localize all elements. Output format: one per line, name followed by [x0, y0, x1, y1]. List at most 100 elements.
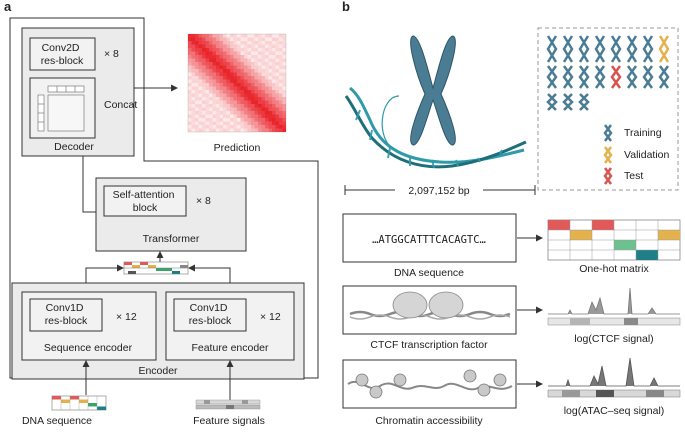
heatmap-cell	[275, 114, 279, 118]
heatmap-cell	[198, 41, 202, 45]
heatmap-cell	[237, 114, 241, 118]
heatmap-cell	[205, 107, 209, 111]
heatmap-cell	[244, 44, 248, 48]
heatmap-cell	[244, 90, 248, 94]
heatmap-cell	[261, 107, 265, 111]
heatmap-cell	[237, 51, 241, 55]
heatmap-cell	[261, 97, 265, 101]
heatmap-cell	[212, 121, 216, 125]
heatmap-cell	[254, 93, 258, 97]
heatmap-cell	[279, 121, 283, 125]
heatmap-cell	[272, 72, 276, 76]
heatmap-cell	[212, 93, 216, 97]
heatmap-cell	[275, 79, 279, 83]
heatmap-cell	[205, 58, 209, 62]
heatmap-cell	[244, 83, 248, 87]
heatmap-cell	[272, 37, 276, 41]
heatmap-cell	[212, 55, 216, 59]
heatmap-cell	[219, 58, 223, 62]
encoder-block: Conv1D res-block × 12 Sequence encoder C…	[11, 282, 305, 380]
heatmap-cell	[212, 100, 216, 104]
legend-validation-label: Validation	[624, 149, 669, 161]
heatmap-cell	[219, 72, 223, 76]
heatmap-cell	[240, 86, 244, 90]
heatmap-cell	[230, 111, 234, 115]
heatmap-cell	[268, 41, 272, 45]
heatmap-cell	[244, 51, 248, 55]
heatmap-cell	[188, 69, 192, 73]
heatmap-cell	[223, 100, 227, 104]
heatmap-cell	[216, 37, 220, 41]
heatmap-cell	[261, 125, 265, 129]
heatmap-cell	[233, 69, 237, 73]
heatmap-cell	[230, 76, 234, 80]
heatmap-cell	[191, 69, 195, 73]
decoder-block: Conv2D res-block × 8 Concat Decoder	[21, 27, 137, 157]
heatmap-cell	[230, 125, 234, 129]
heatmap-cell	[237, 111, 241, 115]
heatmap-cell	[272, 128, 276, 132]
heatmap-cell	[219, 41, 223, 45]
heatmap-cell	[261, 44, 265, 48]
heatmap-cell	[265, 107, 269, 111]
heatmap-cell	[230, 104, 234, 108]
heatmap-cell	[237, 62, 241, 66]
heatmap-cell	[195, 86, 199, 90]
heatmap-cell	[191, 76, 195, 80]
heatmap-cell	[195, 34, 199, 38]
feature-encoder-multiplier: × 12	[260, 311, 281, 323]
heatmap-cell	[254, 69, 258, 73]
training-chromosome	[626, 35, 638, 63]
decoder-title: Decoder	[54, 141, 94, 153]
feature-conv1d-label: Conv1D res-block	[189, 302, 232, 327]
heatmap-cell	[237, 93, 241, 97]
heatmap-cell	[258, 34, 262, 38]
heatmap-cell	[188, 41, 192, 45]
heatmap-cell	[251, 114, 255, 118]
heatmap-cell	[258, 72, 262, 76]
heatmap-cell	[198, 111, 202, 115]
dna-onehot-input	[51, 395, 107, 411]
heatmap-cell	[216, 48, 220, 52]
model-outer-frame	[9, 17, 319, 379]
heatmap-cell	[212, 79, 216, 83]
heatmap-cell	[212, 128, 216, 132]
heatmap-cell	[282, 121, 286, 125]
heatmap-cell	[223, 37, 227, 41]
heatmap-cell	[282, 107, 286, 111]
heatmap-cell	[279, 62, 283, 66]
heatmap-cell	[202, 128, 206, 132]
heatmap-cell	[219, 100, 223, 104]
heatmap-cell	[226, 69, 230, 73]
heatmap-cell	[191, 37, 195, 41]
heatmap-cell	[272, 107, 276, 111]
heatmap-cell	[212, 58, 216, 62]
heatmap-cell	[198, 37, 202, 41]
chromatin-caption: Chromatin accessibility	[375, 415, 483, 427]
feature-encoder-title: Feature encoder	[191, 342, 269, 354]
training-chromosome	[562, 35, 574, 63]
heatmap-cell	[272, 100, 276, 104]
heatmap-cell	[258, 107, 262, 111]
heatmap-cell	[268, 107, 272, 111]
heatmap-cell	[247, 97, 251, 101]
heatmap-cell	[254, 72, 258, 76]
heatmap-cell	[209, 58, 213, 62]
heatmap-cell	[258, 128, 262, 132]
heatmap-cell	[279, 125, 283, 129]
heatmap-cell	[233, 107, 237, 111]
heatmap-cell	[230, 48, 234, 52]
heatmap-cell	[254, 128, 258, 132]
heatmap-cell	[205, 97, 209, 101]
heatmap-cell	[279, 34, 283, 38]
heatmap-cell	[265, 111, 269, 115]
heatmap-cell	[272, 118, 276, 122]
heatmap-cell	[268, 83, 272, 87]
sequence-conv1d-block	[29, 298, 103, 332]
heatmap-cell	[188, 51, 192, 55]
heatmap-cell	[258, 90, 262, 94]
heatmap-cell	[226, 58, 230, 62]
feature-input-label: Feature signals	[193, 415, 265, 427]
atac-signal-caption: log(ATAC–seq signal)	[564, 405, 665, 417]
heatmap-cell	[223, 97, 227, 101]
